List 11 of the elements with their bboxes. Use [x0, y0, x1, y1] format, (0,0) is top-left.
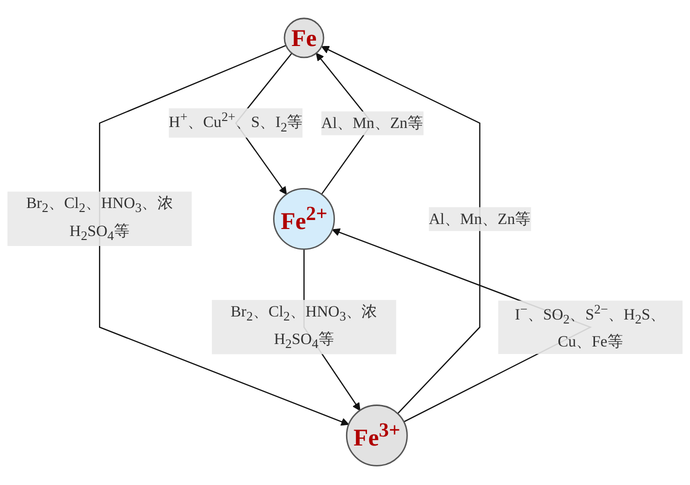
node-circle: Fe: [284, 18, 324, 59]
node-circle: Fe$^{3+}$: [346, 405, 408, 467]
edge-label: Br$_{2}$、Cl$_{2}$、HNO$_{3}$、浓H$_{2}$SO$_{4}$等: [230, 303, 378, 352]
arrow: [321, 46, 480, 414]
edge-label: Al、Mn、Zn等: [428, 210, 531, 228]
node-circle: Fe$^{2+}$: [273, 188, 335, 250]
edge-label: Br$_{2}$、Cl$_{2}$、HNO$_{3}$、浓H$_{2}$SO$_{4}$等: [26, 194, 173, 244]
arrow: [99, 45, 350, 426]
edge-label: I$^{−}$、SO$_{2}$、S$^{2−}$、H$_{2}$S、Cu、Fe等: [514, 302, 666, 352]
edge-label: Al、Mn、Zn等: [321, 114, 424, 132]
edge-label: H$^{+}$、Cu$^{2+}$、S、I$_{2}$等: [168, 110, 303, 136]
